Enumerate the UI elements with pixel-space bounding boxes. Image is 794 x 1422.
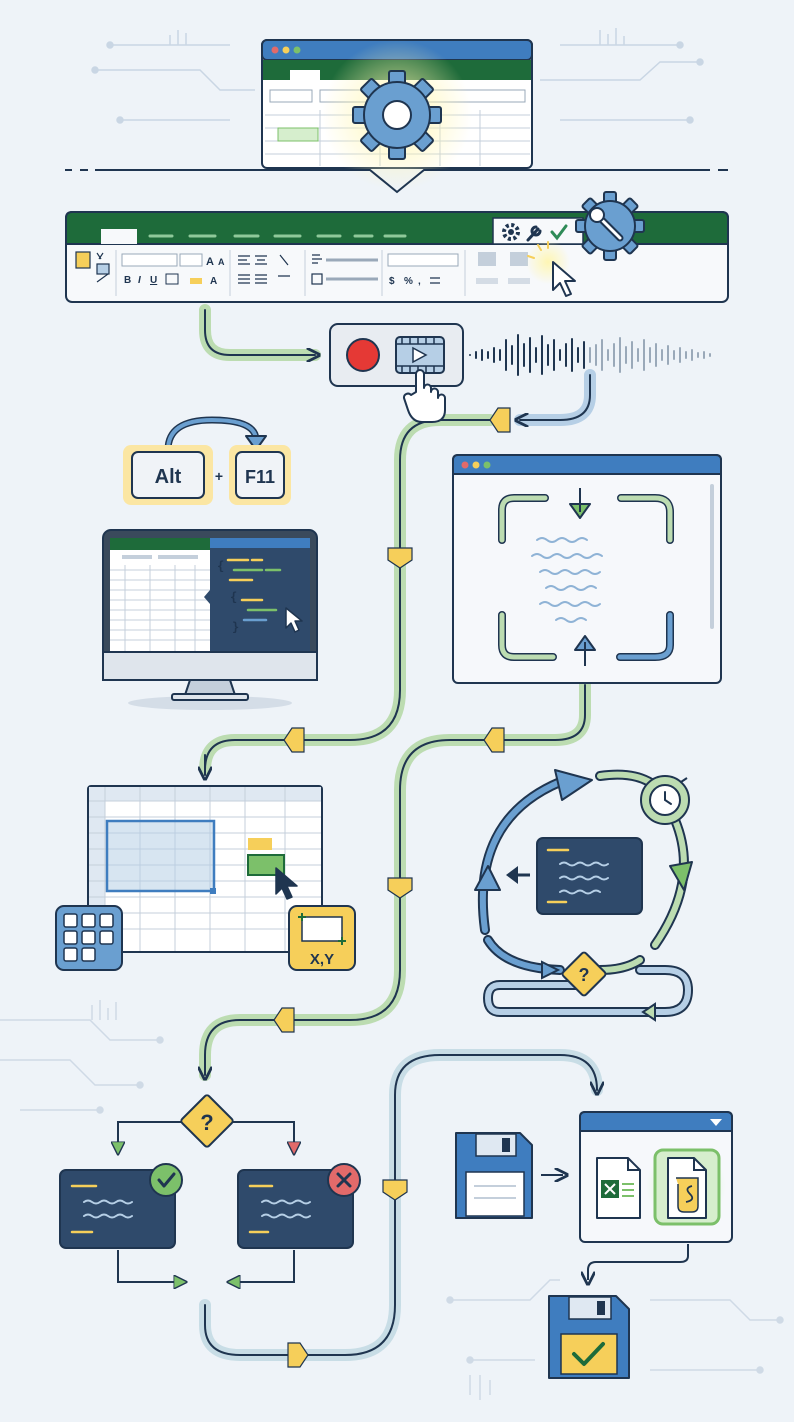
play-icon[interactable] — [395, 336, 445, 374]
alt-key: Alt — [155, 466, 182, 488]
excel-ribbon: A A B I U A $ % , — [65, 191, 729, 303]
excel-file-icon[interactable] — [596, 1157, 641, 1219]
italic-button[interactable]: I — [138, 275, 141, 286]
gear-icon[interactable] — [502, 223, 520, 241]
comma-button[interactable]: , — [418, 276, 421, 287]
success-icon — [149, 1163, 183, 1197]
circuit-decoration-bottom-right — [446, 1279, 784, 1400]
cursor-icon — [552, 261, 576, 297]
monitor-vba-editor: { { } — [102, 529, 318, 710]
underline-button[interactable]: U — [150, 275, 157, 286]
bold-button[interactable]: B — [124, 275, 131, 286]
record-macro-control[interactable] — [329, 323, 464, 423]
success-code-panel — [59, 1163, 183, 1282]
plus-sign: + — [215, 468, 223, 484]
code-brace-open: { — [217, 559, 224, 573]
currency-button[interactable]: $ — [389, 276, 395, 287]
code-brace-close: } — [232, 620, 239, 634]
font-size-decrease-label[interactable]: A — [218, 257, 225, 267]
save-icon — [455, 1132, 533, 1219]
gear-icon — [322, 40, 472, 190]
cursor-icon — [285, 607, 303, 633]
capture-window — [452, 454, 722, 684]
waveform-decoration — [469, 334, 711, 376]
loop-code-panel — [506, 837, 643, 915]
percent-button[interactable]: % — [404, 276, 413, 287]
grid-icon — [55, 905, 123, 971]
flow-chevrons — [273, 407, 511, 1368]
clock-icon — [640, 775, 690, 825]
decision-branch: ? — [118, 1094, 294, 1150]
divider-line — [65, 169, 728, 194]
decision-mark: ? — [200, 1110, 213, 1135]
error-icon — [327, 1163, 361, 1197]
check-icon[interactable] — [550, 224, 568, 241]
f11-key: F11 — [245, 467, 275, 487]
circuit-decoration-left — [0, 1000, 164, 1114]
macro-file-icon[interactable] — [653, 1148, 721, 1226]
gear-wrench-icon — [575, 191, 645, 261]
cursor-icon — [275, 867, 298, 900]
record-icon[interactable] — [346, 338, 380, 372]
loop-decision-diamond: ? — [561, 951, 607, 997]
saved-confirmation-icon — [548, 1295, 630, 1379]
font-size-increase-label[interactable]: A — [206, 256, 214, 268]
save-as-dialog — [579, 1111, 733, 1280]
hand-cursor-icon — [403, 369, 446, 423]
check-icon — [572, 1342, 605, 1366]
loop-cycle — [474, 769, 694, 1022]
dropdown-icon[interactable] — [710, 1119, 722, 1126]
circuit-decoration-top — [91, 28, 704, 124]
code-brace-open-inner: { — [230, 590, 237, 604]
spreadsheet-selection — [87, 785, 323, 953]
shortcut-alt-f11: Alt + F11 — [123, 416, 291, 505]
coordinates-badge: X,Y — [288, 905, 356, 971]
wrench-icon[interactable] — [526, 225, 542, 242]
font-color-button[interactable]: A — [210, 276, 217, 287]
coordinates-label: X,Y — [310, 951, 334, 968]
error-code-panel — [232, 1163, 361, 1282]
decision-mark: ? — [579, 965, 590, 985]
